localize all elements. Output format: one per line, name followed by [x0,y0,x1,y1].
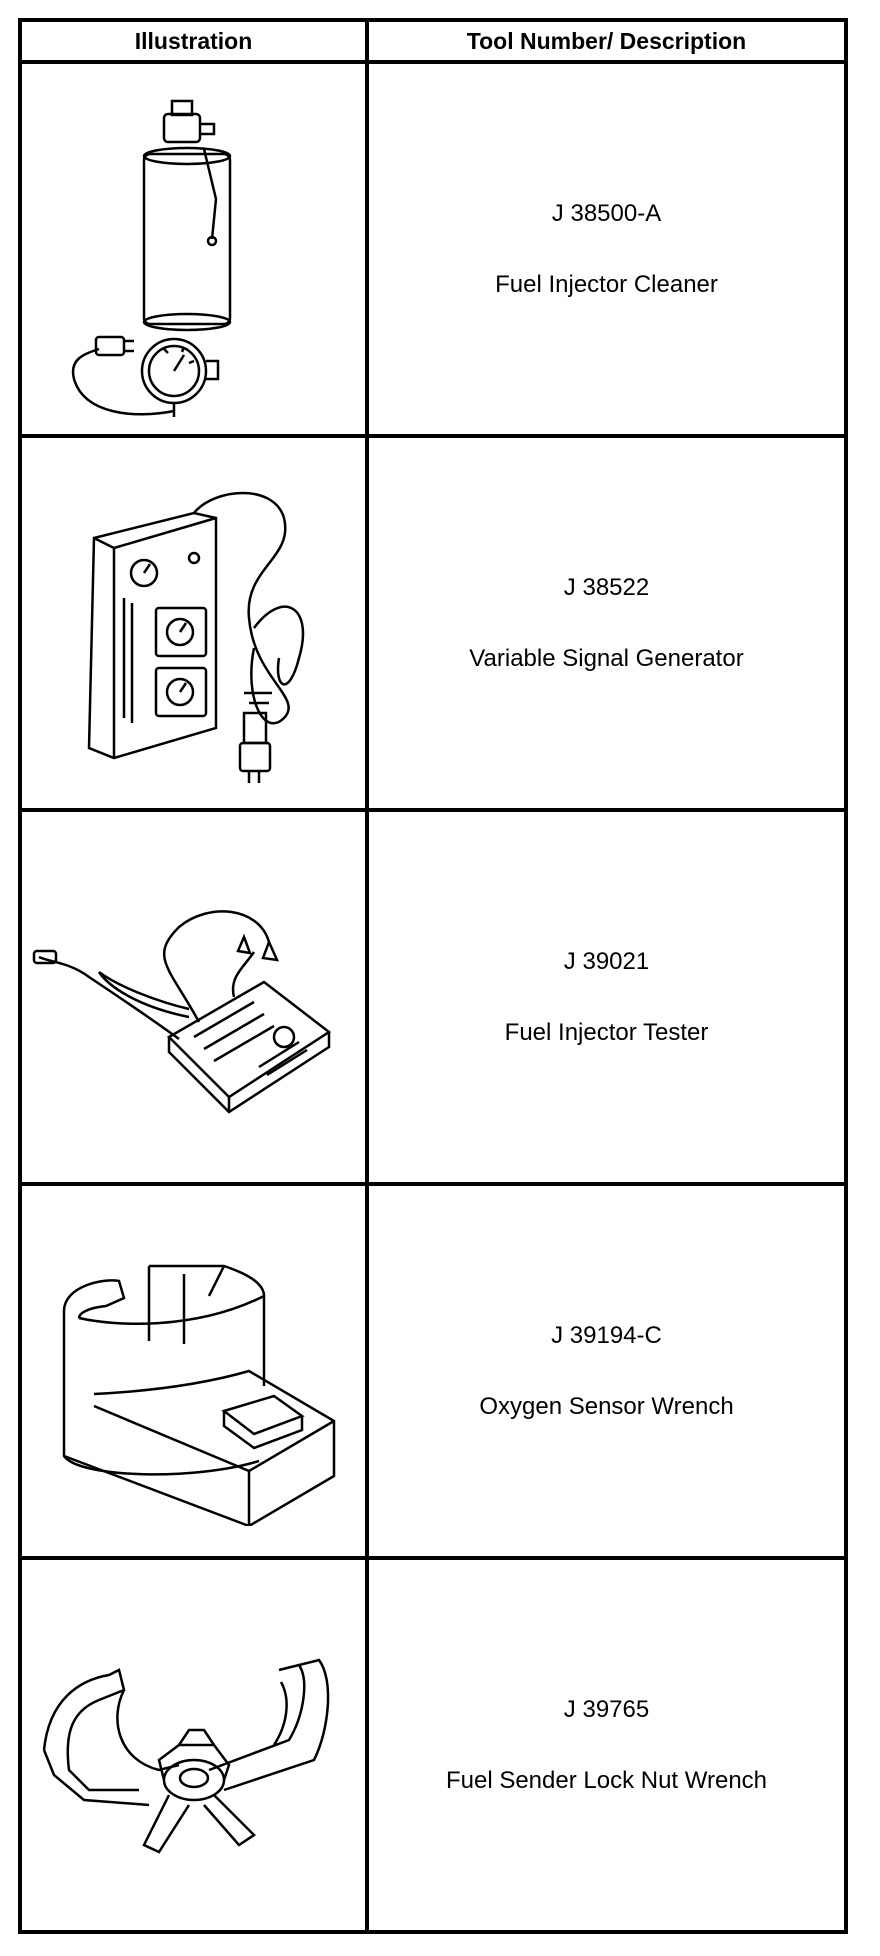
tool-name: Variable Signal Generator [469,644,744,672]
fuel-injector-cleaner-icon [71,99,231,417]
tool-number: J 39765 [563,1695,650,1723]
tool-number: J 39021 [563,947,650,975]
special-tools-table: Illustration Tool Number/ Description [18,18,848,1934]
table-row: J 39021 Fuel Injector Tester [18,808,848,1186]
illustration-cell [18,434,369,812]
description-cell: J 38522 Variable Signal Generator [365,434,848,812]
tool-number: J 38522 [563,573,650,601]
illustration-cell [18,60,369,438]
description-cell: J 39194-C Oxygen Sensor Wrench [365,1182,848,1560]
tool-number: J 39194-C [551,1321,662,1349]
tool-name: Fuel Injector Tester [504,1018,709,1046]
description-header: Tool Number/ Description [365,18,848,64]
illustration-cell [18,808,369,1186]
table-row: J 38500-A Fuel Injector Cleaner [18,60,848,438]
description-cell: J 39765 Fuel Sender Lock Nut Wrench [365,1556,848,1934]
description-cell: J 38500-A Fuel Injector Cleaner [365,60,848,438]
table-row: J 39194-C Oxygen Sensor Wrench [18,1182,848,1560]
tool-name: Fuel Injector Cleaner [495,270,718,298]
injector-tester-icon [32,910,331,1114]
table-row: J 38522 Variable Signal Generator [18,434,848,812]
illustration-cell [18,1556,369,1934]
signal-generator-icon [87,491,304,783]
tool-number: J 38500-A [551,199,662,227]
table-row: J 39765 Fuel Sender Lock Nut Wrench [18,1556,848,1934]
header-row: Illustration Tool Number/ Description [18,18,848,64]
tool-name: Fuel Sender Lock Nut Wrench [445,1766,768,1794]
tool-name: Oxygen Sensor Wrench [479,1392,734,1420]
description-cell: J 39021 Fuel Injector Tester [365,808,848,1186]
oxygen-sensor-wrench-icon [62,1264,335,1526]
illustration-cell [18,1182,369,1560]
illustration-header: Illustration [18,18,369,64]
lock-nut-wrench-icon [42,1658,329,1854]
